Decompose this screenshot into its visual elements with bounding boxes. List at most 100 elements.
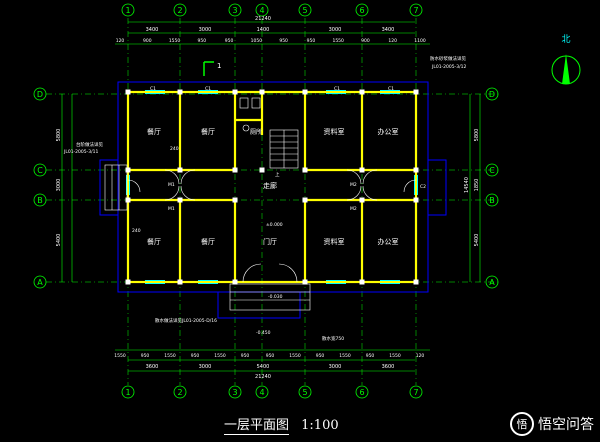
bottom-detail-dim: 950 <box>191 353 200 359</box>
row-axis-label: C <box>37 166 43 175</box>
top-detail-dim: 120 <box>388 38 397 44</box>
level-entry: -0.030 <box>268 294 283 300</box>
annotations: 防水砂浆做法详见 JL01-2005-3/12 台阶做法详见 JL01-2005… <box>63 55 467 342</box>
bottom-detail-dim: 1550 <box>339 353 351 359</box>
top-detail-dim: 950 <box>307 38 316 44</box>
bottom-dim-2: 3000 <box>199 364 212 370</box>
row-axis-bubble-C-left: C <box>33 163 47 177</box>
top-dim-2: 3000 <box>199 27 212 33</box>
north-arrow: 北 <box>551 34 581 85</box>
left-dim-1: 5800 <box>56 129 62 142</box>
bottom-detail-dim: 1550 <box>214 353 226 359</box>
column-axis-label: 1 <box>125 388 130 397</box>
room-label-r6: 餐厅 <box>201 237 215 246</box>
column-pier <box>302 279 308 285</box>
bottom-detail-dim: 950 <box>141 353 150 359</box>
column-axis-bubble-4-bottom: 4 <box>255 385 269 399</box>
room-label-r11: 厕所 <box>250 128 262 136</box>
column-axis-bubble-7-bottom: 7 <box>409 385 423 399</box>
overall-width-bottom: 21240 <box>255 374 271 380</box>
top-detail-dim: 950 <box>225 38 234 44</box>
window-label-c1c: C1 <box>334 86 340 92</box>
column-axis-label: 5 <box>302 6 307 15</box>
column-pier <box>359 279 365 285</box>
window-label-c2: C2 <box>420 184 426 190</box>
stair <box>269 129 299 169</box>
window-label-c1b: C1 <box>205 86 211 92</box>
column-pier <box>413 89 419 95</box>
bottom-detail-dim: 950 <box>266 353 275 359</box>
drawing-title-text: 一层平面图 <box>224 418 290 435</box>
column-axis-label: 2 <box>177 388 182 397</box>
column-pier <box>413 167 419 173</box>
column-pier <box>413 279 419 285</box>
column-axis-bubble-1-top: 1 <box>121 3 135 17</box>
top-dim-3: 1400 <box>257 27 270 33</box>
column-pier <box>125 167 131 173</box>
column-axis-bubble-2-top: 2 <box>173 3 187 17</box>
column-axis-bubble-4-top: 4 <box>255 3 269 17</box>
row-axis-bubble-C-right: C <box>485 163 499 177</box>
room-labels: 餐厅 餐厅 资料室 办公室 餐厅 餐厅 门厅 资料室 办公室 走廊 厕所 <box>147 127 399 246</box>
note-left-2: JL01-2005-3/11 <box>63 149 99 155</box>
row-axis-bubble-B-right: B <box>485 193 499 207</box>
row-axis-label: A <box>37 278 43 287</box>
bottom-dim-4: 3000 <box>329 364 342 370</box>
window-8 <box>380 280 400 284</box>
door-label-m1: M1 <box>168 182 175 188</box>
room-label-r2: 餐厅 <box>201 127 215 136</box>
dim-240-a: 240 <box>170 146 179 152</box>
note-bottom-left: 散水做法详见JL01-2005-D/16 <box>155 317 217 324</box>
top-detail-dim: 950 <box>279 38 288 44</box>
drawing-title: 一层平面图 1:100 <box>224 414 339 435</box>
window-5 <box>145 280 165 284</box>
watermark-badge-icon: 悟 <box>510 412 534 436</box>
window-4 <box>380 90 400 94</box>
top-dim-1: 3400 <box>146 27 159 33</box>
column-axis-bubble-7-top: 7 <box>409 3 423 17</box>
overall-width-top: 21240 <box>255 16 271 22</box>
column-pier <box>125 197 131 203</box>
column-pier <box>359 89 365 95</box>
left-dim-3: 5400 <box>56 234 62 247</box>
column-pier <box>259 167 265 173</box>
column-axis-bubble-3-bottom: 3 <box>228 385 242 399</box>
structural-columns <box>125 89 419 285</box>
top-dim-4: 3000 <box>329 27 342 33</box>
drawing-scale: 1:100 <box>301 418 339 433</box>
door-label-m1b: M1 <box>168 206 175 212</box>
row-axis-label: D <box>489 90 495 99</box>
room-label-r8: 资料室 <box>324 237 345 246</box>
row-axis-label: B <box>489 196 495 205</box>
windows <box>126 90 418 284</box>
top-detail-dim: 900 <box>143 38 152 44</box>
level-main: ±0.000 <box>266 222 283 228</box>
column-axis-label: 6 <box>359 388 364 397</box>
walls <box>126 90 418 284</box>
right-dim-4: 5400 <box>474 234 480 247</box>
column-pier <box>177 197 183 203</box>
dimension-lines <box>61 21 481 372</box>
row-axis-bubble-D-left: D <box>33 87 47 101</box>
top-detail-dim: 1100 <box>414 38 426 44</box>
column-axis-label: 4 <box>259 6 264 15</box>
column-axis-label: 5 <box>302 388 307 397</box>
column-axis-label: 7 <box>413 388 418 397</box>
top-detail-dim: 120 <box>116 38 125 44</box>
column-axis-label: 4 <box>259 388 264 397</box>
row-axis-bubble-B-left: B <box>33 193 47 207</box>
column-pier <box>177 167 183 173</box>
door-label-m2b: M2 <box>350 206 357 212</box>
note-left-1: 台阶做法详见 <box>76 141 103 148</box>
bottom-detail-dim: 950 <box>316 353 325 359</box>
side-window-1 <box>126 175 130 195</box>
bottom-dim-3: 5400 <box>257 364 270 370</box>
bottom-dim-5: 3600 <box>382 364 395 370</box>
note-bottom-right: 散水宽750 <box>322 335 344 342</box>
stair-up-label: 上 <box>275 171 280 178</box>
dimension-texts: 21240 21240 3400 3000 1400 3000 3400 360… <box>146 16 395 380</box>
